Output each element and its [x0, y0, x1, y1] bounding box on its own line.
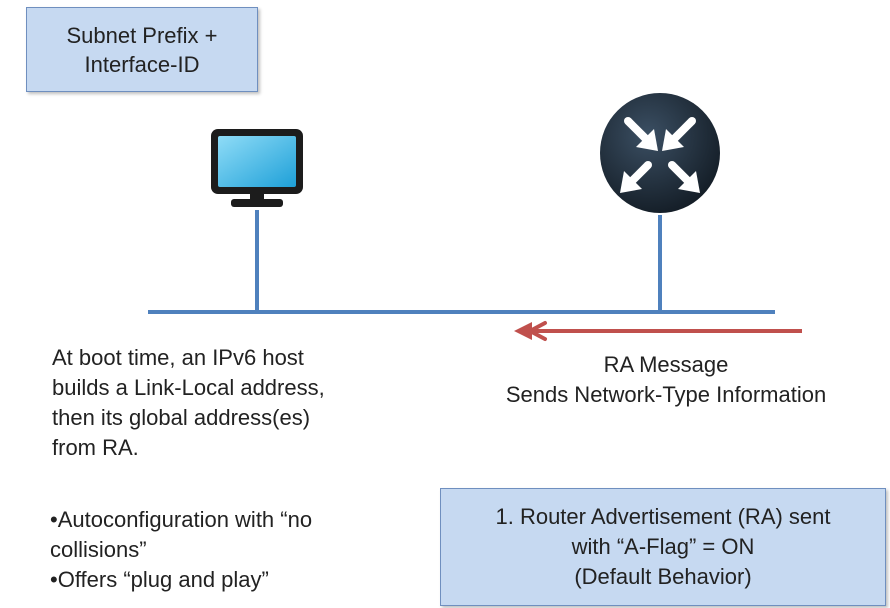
- bullet-line: •Offers “plug and play”: [50, 567, 269, 592]
- subnet-prefix-line-2: Interface-ID: [84, 51, 200, 77]
- bullet-line: •Autoconfiguration with “no: [50, 507, 313, 532]
- host-description-line: then its global address(es): [52, 405, 311, 430]
- host-description: At boot time, an IPv6 host builds a Link…: [52, 343, 412, 463]
- computer-monitor-icon: [211, 129, 303, 207]
- ra-message-title: RA Message: [603, 352, 729, 377]
- router-advertisement-box: 1. Router Advertisement (RA) sent with “…: [440, 488, 886, 606]
- bullet-line: collisions”: [50, 537, 147, 562]
- ra-box-line-3: (Default Behavior): [574, 564, 752, 589]
- ra-box-line-1: 1. Router Advertisement (RA) sent: [495, 504, 831, 529]
- router-icon: [600, 93, 720, 213]
- ra-message-label: RA Message Sends Network-Type Informatio…: [456, 350, 876, 410]
- ra-arrow: [514, 321, 802, 341]
- ra-box-line-2: with “A-Flag” = ON: [571, 534, 755, 559]
- feature-bullets: •Autoconfiguration with “no collisions” …: [50, 505, 420, 595]
- subnet-prefix-box: Subnet Prefix + Interface-ID: [26, 7, 258, 92]
- ra-message-subtitle: Sends Network-Type Information: [505, 382, 827, 407]
- host-description-line: builds a Link-Local address,: [52, 375, 325, 400]
- subnet-prefix-line-1: Subnet Prefix +: [66, 22, 218, 48]
- host-description-line: At boot time, an IPv6 host: [52, 345, 304, 370]
- host-description-line: from RA.: [52, 435, 139, 460]
